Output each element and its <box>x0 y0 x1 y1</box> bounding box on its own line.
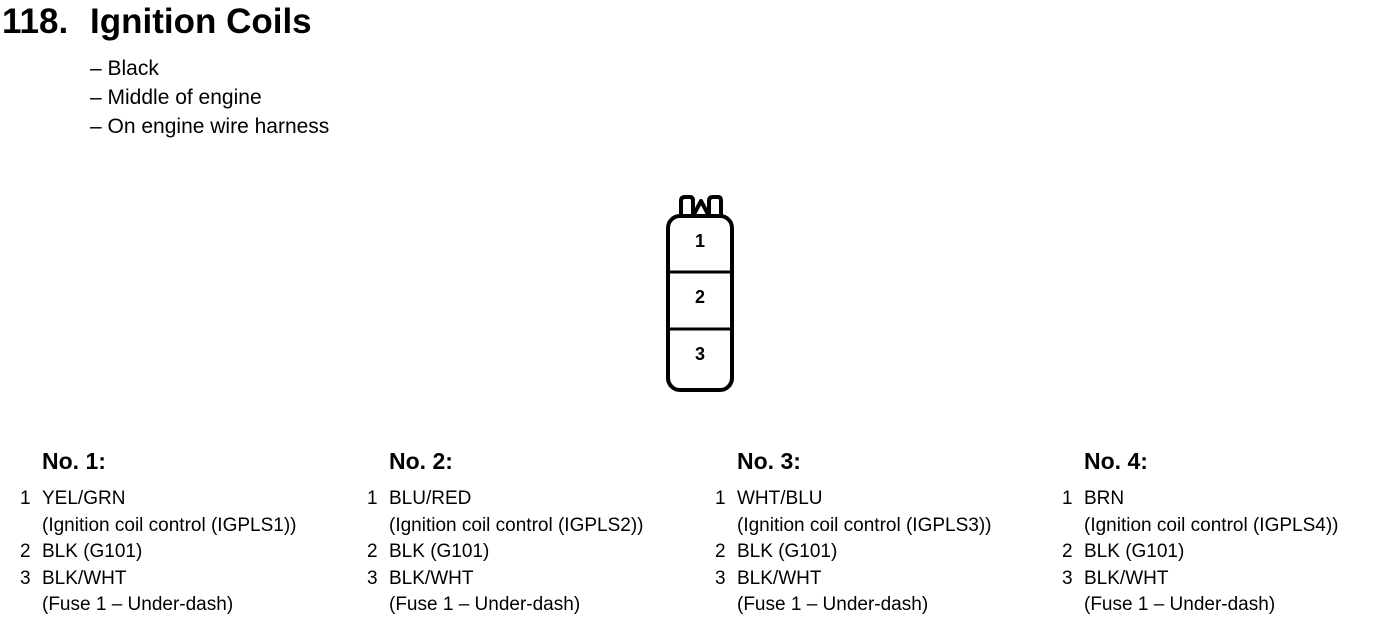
note-color: – Black <box>90 57 159 80</box>
wire-detail: (Fuse 1 – Under-dash) <box>389 594 581 615</box>
wire-detail: (Fuse 1 – Under-dash) <box>42 594 234 615</box>
pin-row: 2 BLK (G101) <box>347 539 677 566</box>
pin-row: 3 BLK/WHT (Fuse 1 – Under-dash) <box>347 566 677 619</box>
pin-row: 1 BRN (Ignition coil control (IGPLS4)) <box>1042 486 1372 539</box>
pin-row: 2 BLK (G101) <box>1042 539 1372 566</box>
section-title: Ignition Coils <box>90 2 312 41</box>
coil-label: No. 3: <box>737 448 801 474</box>
cavity-3-label: 3 <box>695 344 705 364</box>
coil-label: No. 2: <box>389 448 453 474</box>
pin-number: 3 <box>1062 567 1073 589</box>
pin-row: 3 BLK/WHT (Fuse 1 – Under-dash) <box>1042 566 1372 619</box>
coil-2-pinout: No. 2: 1 BLU/RED (Ignition coil control (… <box>347 446 677 619</box>
cavity-2-label: 2 <box>695 287 705 307</box>
pin-number: 2 <box>715 541 726 562</box>
pin-list: 1 YEL/GRN (Ignition coil control (IGPLS1)… <box>0 486 330 619</box>
wire-color: BLU/RED <box>389 488 472 509</box>
pin-row: 3 BLK/WHT (Fuse 1 – Under-dash) <box>695 566 1025 619</box>
wire-color: BLK (G101) <box>42 541 143 562</box>
connector-lock-tab <box>679 195 723 217</box>
pin-number: 1 <box>1062 488 1073 509</box>
pin-row: 2 BLK (G101) <box>695 539 1025 566</box>
connector-notes: – Black – Middle of engine – On engine w… <box>90 54 329 141</box>
pin-number: 2 <box>1062 541 1073 562</box>
pin-list: 1 BRN (Ignition coil control (IGPLS4)) 2 … <box>1042 486 1372 619</box>
pin-list: 1 BLU/RED (Ignition coil control (IGPLS2)… <box>347 486 677 619</box>
connector-diagram: 1 2 3 <box>666 195 734 392</box>
pin-number: 1 <box>20 488 31 509</box>
wire-color: BLK/WHT <box>389 567 474 589</box>
pin-number: 2 <box>20 541 31 562</box>
wire-color: BLK (G101) <box>389 541 490 562</box>
pin-row: 1 BLU/RED (Ignition coil control (IGPLS2)… <box>347 486 677 539</box>
pin-number: 3 <box>715 567 726 589</box>
pin-number: 3 <box>367 567 378 589</box>
wire-color: BLK (G101) <box>1084 541 1185 562</box>
pin-row: 3 BLK/WHT (Fuse 1 – Under-dash) <box>0 566 330 619</box>
coil-label: No. 4: <box>1084 448 1148 474</box>
wire-color: BLK/WHT <box>737 567 822 589</box>
coil-3-pinout: No. 3: 1 WHT/BLU (Ignition coil control (… <box>695 446 1025 619</box>
wire-detail: (Fuse 1 – Under-dash) <box>1084 594 1276 615</box>
wire-color: BRN <box>1084 488 1125 509</box>
wire-detail: (Ignition coil control (IGPLS4)) <box>1084 514 1339 536</box>
pin-number: 1 <box>715 488 726 509</box>
coil-1-pinout: No. 1: 1 YEL/GRN (Ignition coil control (… <box>0 446 330 619</box>
note-harness: – On engine wire harness <box>90 115 330 138</box>
note-location: – Middle of engine <box>90 86 262 109</box>
connector-housing <box>666 214 734 392</box>
pin-number: 1 <box>367 488 378 509</box>
wire-detail: (Ignition coil control (IGPLS2)) <box>389 514 644 536</box>
wire-color: WHT/BLU <box>737 488 823 509</box>
wire-detail: (Fuse 1 – Under-dash) <box>737 594 929 615</box>
pin-row: 1 YEL/GRN (Ignition coil control (IGPLS1)… <box>0 486 330 539</box>
pin-number: 2 <box>367 541 378 562</box>
wire-color: YEL/GRN <box>42 488 126 509</box>
wire-detail: (Ignition coil control (IGPLS1)) <box>42 514 297 536</box>
pin-row: 1 WHT/BLU (Ignition coil control (IGPLS3)… <box>695 486 1025 539</box>
cavity-1-label: 1 <box>695 231 705 251</box>
wire-color: BLK (G101) <box>737 541 838 562</box>
section-number: 118. <box>2 2 69 41</box>
coil-4-pinout: No. 4: 1 BRN (Ignition coil control (IGPL… <box>1042 446 1372 619</box>
wire-color: BLK/WHT <box>1084 567 1169 589</box>
pin-row: 2 BLK (G101) <box>0 539 330 566</box>
wire-detail: (Ignition coil control (IGPLS3)) <box>737 514 992 536</box>
page-title: 118. Ignition Coils <box>2 0 312 44</box>
wire-color: BLK/WHT <box>42 567 127 589</box>
coil-label: No. 1: <box>42 448 106 474</box>
pin-number: 3 <box>20 567 31 589</box>
pin-list: 1 WHT/BLU (Ignition coil control (IGPLS3)… <box>695 486 1025 619</box>
